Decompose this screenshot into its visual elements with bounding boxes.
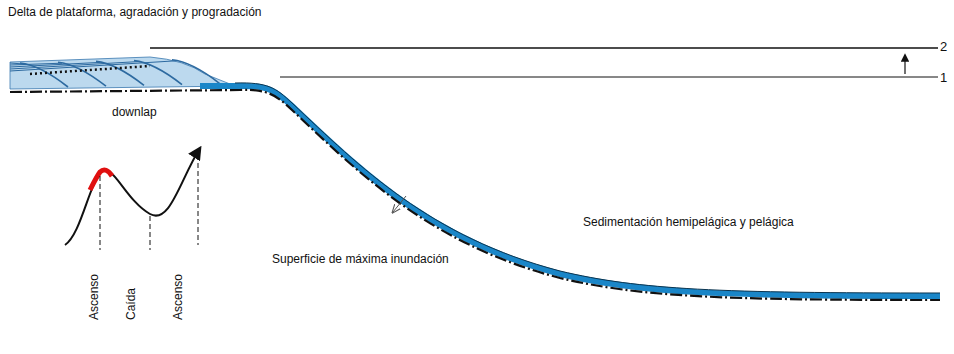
clinoform-line [172,60,220,84]
phase-label: Caída [125,288,138,320]
condensed-section [200,86,940,296]
surface-label: downlap [112,106,157,119]
callout-number: 2 [940,40,947,54]
clinoforms [10,60,220,87]
sea-level-2 [150,47,938,49]
maximum-flooding-surface [10,90,940,300]
clinoform-line [134,61,182,85]
phase-label: Ascenso [88,274,101,320]
callout-number: 1 [940,71,947,85]
divider [150,216,151,250]
phase-label: Ascenso [172,274,185,320]
surface-label: Superficie de máxima inundación [272,253,449,266]
topset-line [10,63,24,64]
sea-level-curve [65,148,200,245]
rise-arrow [904,55,905,74]
leader-arrow [393,196,406,212]
section-top [235,83,940,293]
highstand-segment [90,170,112,190]
topset-line [10,62,138,69]
divider [100,176,101,250]
facies-label: Sedimentación hemipelágica y pelágica [583,216,794,229]
downlap-surface [30,66,150,74]
divider [198,155,199,245]
sea-level-1 [280,77,938,78]
topset-line [10,61,176,71]
title-label: Delta de plataforma, agradación y progra… [8,6,262,19]
